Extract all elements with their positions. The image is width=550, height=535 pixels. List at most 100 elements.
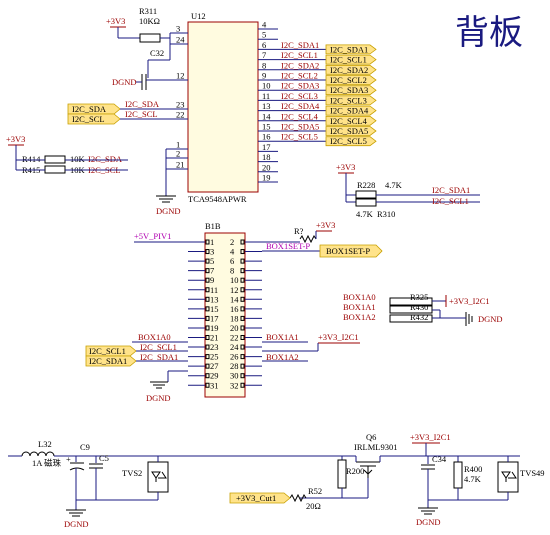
b1b-left-pin-number: 27: [210, 361, 219, 371]
u12-net-flag: [325, 54, 377, 65]
flag-i2c-scl-in: [67, 113, 121, 125]
u12-part: TCA9548APWR: [188, 194, 247, 204]
b1b-left-pad: [205, 258, 210, 264]
u12-net-label: I2C_SCL5: [281, 132, 318, 142]
b1b-right-pad: [240, 382, 245, 388]
b1b-box1a1: BOX1A1: [266, 332, 299, 342]
vcc-label-rq: +3V3: [316, 220, 335, 230]
dgnd-label-b1b: DGND: [146, 393, 171, 403]
r52-ref: R52: [308, 486, 322, 496]
b1b-right-pad: [240, 296, 245, 302]
u12-net-flag: [325, 85, 377, 96]
tvs49-ref: TVS49: [520, 468, 545, 478]
u12-net-flag: [325, 95, 377, 106]
b1b-left-pad: [205, 354, 210, 360]
b1b-right-pin-number: 32: [230, 380, 239, 390]
b1b-left-pad: [205, 315, 210, 321]
b1b-right-pin-number: 16: [230, 304, 239, 314]
u12-pin-number: 4: [262, 20, 267, 30]
rq-ref: R?: [294, 226, 304, 236]
u12-pin-number: 19: [262, 173, 271, 183]
u12-net-flag: [325, 64, 377, 75]
box1a0-net: BOX1A0: [343, 292, 376, 302]
u12-net-label: I2C_SCL4: [281, 111, 319, 121]
u12-net-label: I2C_SDA4: [281, 101, 320, 111]
b1b-right-pin-number: 30: [230, 371, 239, 381]
r430-ref: R430: [410, 302, 428, 312]
b1b-right-pad: [240, 335, 245, 340]
u12-left-pin-number: 12: [176, 71, 185, 81]
b1b-right-pad: [240, 325, 245, 331]
b1b-left-pin-number: 13: [210, 294, 219, 304]
b1b-right-pad: [240, 344, 245, 350]
b1b-right-pin-number: 14: [230, 294, 239, 304]
u12-net-flag: [325, 44, 377, 55]
b1b-left-pad: [205, 287, 210, 293]
u12-net-flag-text: I2C_SCL4: [330, 116, 368, 126]
flag-b1b-sda1-text: I2C_SDA1: [89, 356, 127, 366]
b1b-ref: B1B: [205, 221, 221, 231]
vcc-label-r414: +3V3: [6, 134, 25, 144]
b1b-left-pin-number: 3: [210, 247, 214, 257]
u12-pin-number: 11: [262, 91, 270, 101]
b1b-left-pad: [205, 239, 210, 245]
r52-resistor: [289, 493, 307, 503]
b1b-left-pad: [205, 296, 210, 302]
u12-net-flag: [325, 115, 377, 126]
r415-resistor: [44, 165, 66, 174]
u12-pin-number: 15: [262, 122, 271, 132]
net-box1set: BOX1SET-P: [266, 241, 310, 251]
q6-part: IRLML9301: [354, 442, 397, 452]
u12-net-flag: [325, 75, 377, 85]
flag-b1b-sda1: [85, 355, 137, 367]
c34-ref: C34: [432, 454, 447, 464]
c9-plate-b: [69, 467, 85, 471]
u12-pin-number: 17: [262, 142, 271, 152]
b1b-left-pin-number: 21: [210, 333, 219, 343]
flag-b1b-scl1: [85, 345, 137, 357]
c5-ref: C5: [99, 453, 109, 463]
b1b-left-pin-number: 17: [210, 313, 219, 323]
u12-net-flag-text: I2C_SCL1: [330, 55, 367, 65]
l32-ref: L32: [38, 439, 52, 449]
r400-value: 4.7K: [464, 474, 482, 484]
b1b-right-pad: [240, 363, 245, 369]
r200-ref: R200: [346, 466, 364, 476]
ground-symbol-u12: [156, 195, 176, 203]
u12-left-pin-number: 22: [176, 110, 185, 120]
box1a1-net: BOX1A1: [343, 302, 376, 312]
b1b-left-pin-number: 7: [210, 266, 214, 276]
r228-net: I2C_SDA1: [432, 185, 470, 195]
b1b-left-pad: [205, 335, 210, 340]
net-sda-in: I2C_SDA: [125, 99, 160, 109]
u12-net-flag-text: I2C_SDA4: [330, 106, 369, 116]
dgnd-label-c32: DGND: [112, 77, 137, 87]
u12-pin-number: 6: [262, 40, 266, 50]
r310-resistor: [355, 198, 377, 207]
page-title: 背板: [455, 13, 523, 53]
u12-left-pin-number: 23: [176, 100, 185, 110]
u12-net-label: I2C_SDA5: [281, 122, 319, 132]
dgnd-label-box: DGND: [478, 314, 503, 324]
b1b-scl1: I2C_SCL1: [140, 342, 177, 352]
box1a2-net: BOX1A2: [343, 312, 376, 322]
b1b-right-pad: [240, 315, 245, 321]
b1b-right-pad: [240, 239, 245, 245]
b1b-left-pin-number: 5: [210, 256, 214, 266]
flag-v33-cut1-text: +3V3_Cut1: [236, 493, 276, 503]
u12-pin-number: 14: [262, 111, 271, 121]
l32-value: 1A 磁珠: [32, 458, 62, 468]
u12-pin-number: 18: [262, 152, 271, 162]
b1b-left-pin-number: 15: [210, 304, 219, 314]
u12-net-label: I2C_SCL3: [281, 91, 318, 101]
b1b-left-pad: [205, 268, 210, 274]
r310-net: I2C_SCL1: [432, 196, 469, 206]
b1b-right-pin-number: 28: [230, 361, 239, 371]
dgnd-label-out: DGND: [416, 517, 441, 527]
b1b-left-pad: [205, 306, 210, 312]
r400-ref: R400: [464, 464, 482, 474]
